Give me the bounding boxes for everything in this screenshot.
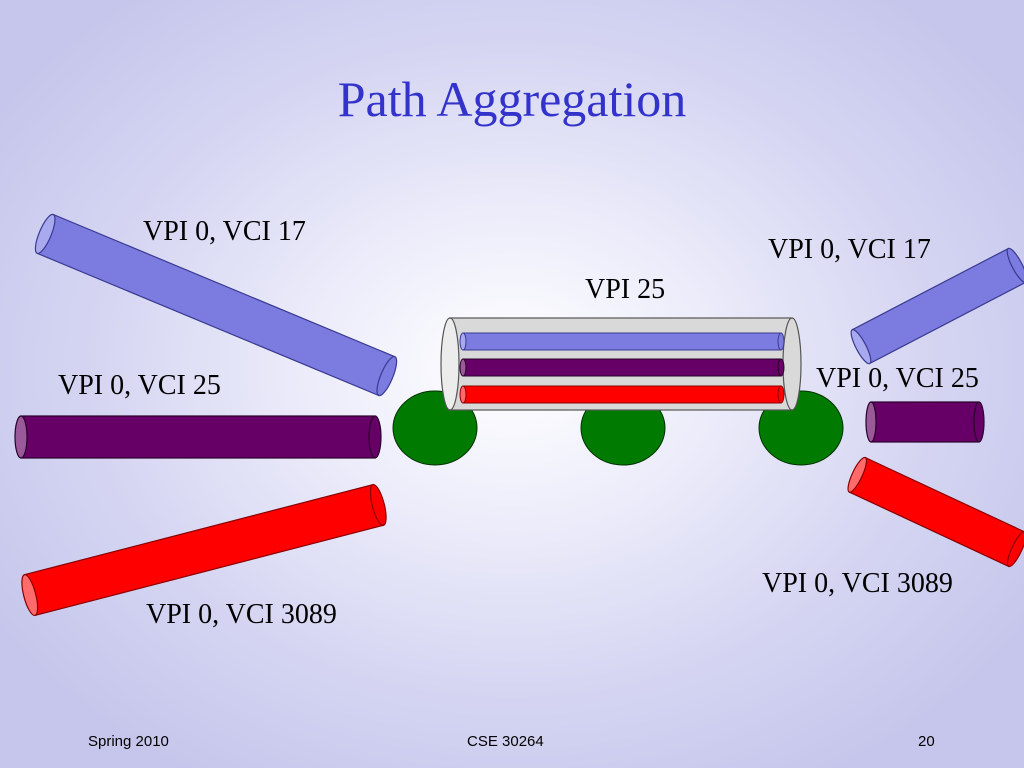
inner-vci-25-channel <box>459 358 785 377</box>
left-vci-3089-label: VPI 0, VCI 3089 <box>146 599 337 630</box>
inner-vci-3089-channel <box>459 385 785 404</box>
right-vci-3089-pipe <box>847 456 1024 568</box>
footer-course: CSE 30264 <box>467 733 544 750</box>
right-vci-25-label: VPI 0, VCI 25 <box>816 363 979 394</box>
right-vci-17-label: VPI 0, VCI 17 <box>768 234 931 265</box>
slide-title: Path Aggregation <box>337 71 687 127</box>
vpi-25-path-tube <box>440 317 802 411</box>
left-vci-17-pipe <box>34 213 398 397</box>
left-vci-3089-pipe <box>21 483 387 617</box>
right-vci-17-pipe <box>850 247 1024 365</box>
vpi-25-label: VPI 25 <box>585 274 666 305</box>
footer-page-number: 20 <box>918 733 935 750</box>
left-vci-25-label: VPI 0, VCI 25 <box>58 370 221 401</box>
inner-vci-17-channel <box>459 332 785 351</box>
left-vci-25-pipe <box>14 415 382 459</box>
right-vci-3089-label: VPI 0, VCI 3089 <box>762 568 953 599</box>
right-vci-25-pipe <box>865 401 985 443</box>
footer-date: Spring 2010 <box>88 733 169 750</box>
left-vci-17-label: VPI 0, VCI 17 <box>143 216 306 247</box>
